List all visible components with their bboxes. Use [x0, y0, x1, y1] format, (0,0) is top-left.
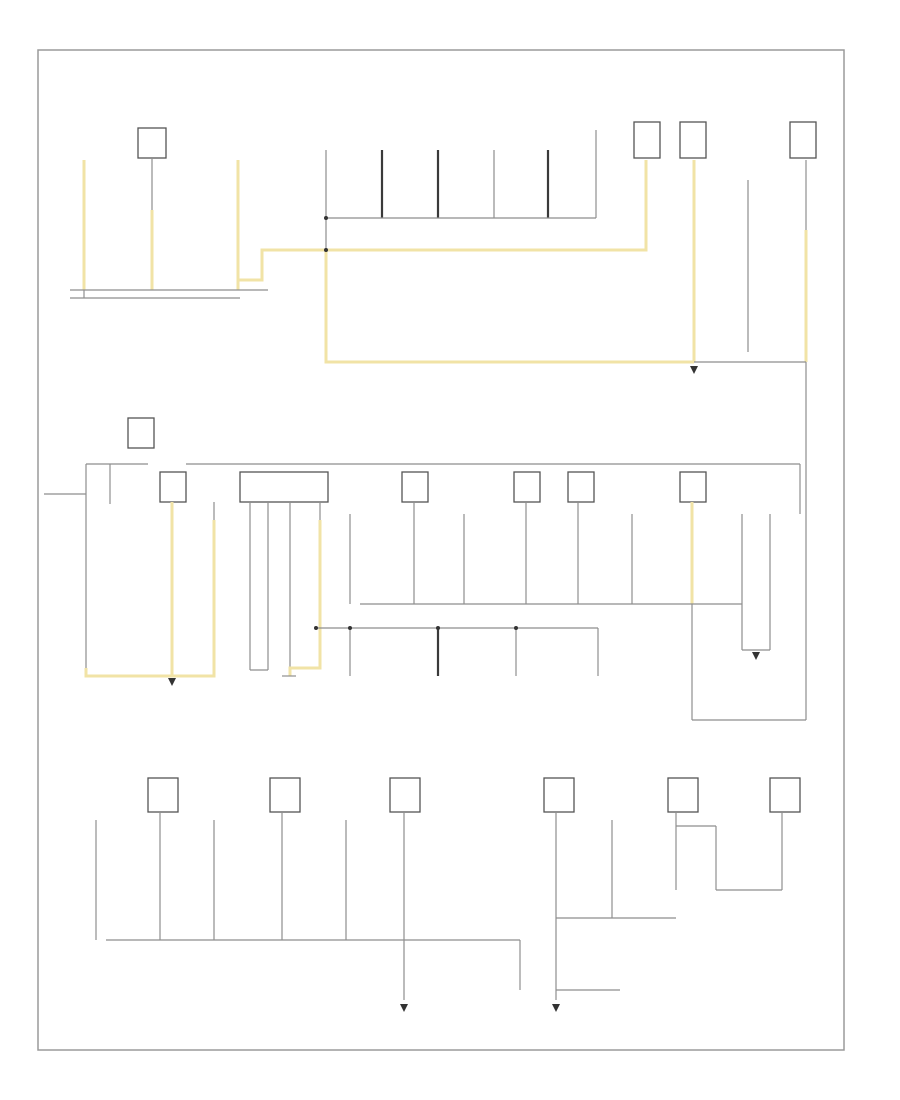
- connector-box: [769, 777, 801, 813]
- connector-box: [633, 121, 661, 159]
- connector-box: [147, 777, 179, 813]
- ground-symbol: [690, 366, 698, 374]
- connector-box: [389, 777, 421, 813]
- ground-symbol: [552, 1004, 560, 1012]
- connector-box: [543, 777, 575, 813]
- splice-dot: [324, 216, 328, 220]
- splice-dot: [436, 626, 440, 630]
- wire-yellow: [84, 520, 216, 678]
- splice-dot: [348, 626, 352, 630]
- splice-dot: [324, 248, 328, 252]
- connector-box: [239, 471, 329, 503]
- middle-section: [44, 417, 806, 721]
- splice-dot: [514, 626, 518, 630]
- connector-box: [401, 471, 429, 503]
- connector-box: [667, 777, 699, 813]
- top-section: [70, 121, 817, 720]
- connector-box: [567, 471, 595, 503]
- wire-yellow: [326, 160, 648, 252]
- connector-box: [513, 471, 541, 503]
- connector-box: [269, 777, 301, 813]
- ground-symbol: [168, 678, 176, 686]
- ground-symbol: [752, 652, 760, 660]
- connector-box: [789, 121, 817, 159]
- wire-yellow: [324, 250, 694, 364]
- connector-box: [679, 121, 707, 159]
- diagram-frame: [37, 49, 845, 1051]
- wire-yellow: [238, 248, 326, 282]
- wire-yellow: [288, 520, 322, 676]
- connector-box: [679, 471, 707, 503]
- ground-symbol: [400, 1004, 408, 1012]
- connector-box: [127, 417, 155, 449]
- bottom-section: [95, 777, 801, 1012]
- connector-box: [159, 471, 187, 503]
- connector-box: [137, 127, 167, 159]
- splice-dot: [314, 626, 318, 630]
